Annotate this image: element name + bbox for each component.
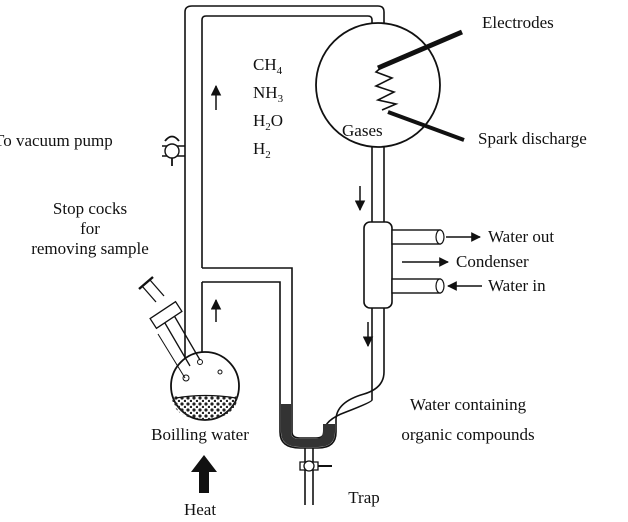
label-organic-compounds: organic compounds (401, 425, 534, 444)
trap-tubing (279, 308, 385, 505)
formula-h2o: H2O (253, 111, 283, 133)
formula-h2: H2 (253, 139, 271, 161)
labels: Electrodes Spark discharge Gases To vacu… (0, 13, 587, 519)
flow-arrows (191, 84, 482, 493)
boiling-flask (138, 276, 240, 421)
label-boiling-water: Boilling water (151, 425, 249, 444)
label-gases: Gases (342, 121, 383, 140)
spark-zigzag (373, 63, 399, 111)
label-water-out: Water out (488, 227, 554, 246)
label-condenser: Condenser (456, 252, 529, 271)
label-electrodes: Electrodes (482, 13, 554, 32)
label-spark-discharge: Spark discharge (478, 129, 587, 148)
label-stop-cocks-for: for (80, 219, 100, 238)
label-trap: Trap (348, 488, 380, 507)
formula-nh3: NH3 (253, 83, 284, 105)
trap-liquid (281, 404, 335, 447)
label-heat: Heat (184, 500, 216, 519)
condenser (363, 221, 445, 309)
formula-ch4: CH4 (253, 55, 283, 77)
vacuum-stopcock (164, 135, 180, 166)
label-water-containing: Water containing (410, 395, 527, 414)
label-water-in: Water in (488, 276, 546, 295)
label-stop-cocks: Stop cocks (53, 199, 127, 218)
gas-formulas: CH4 NH3 H2O H2 (253, 55, 284, 161)
label-removing-sample: removing sample (31, 239, 149, 258)
tubing-loop (162, 5, 385, 400)
electrodes (373, 29, 465, 142)
heat-arrow (191, 455, 217, 493)
label-vacuum-pump: To vacuum pump (0, 131, 113, 150)
